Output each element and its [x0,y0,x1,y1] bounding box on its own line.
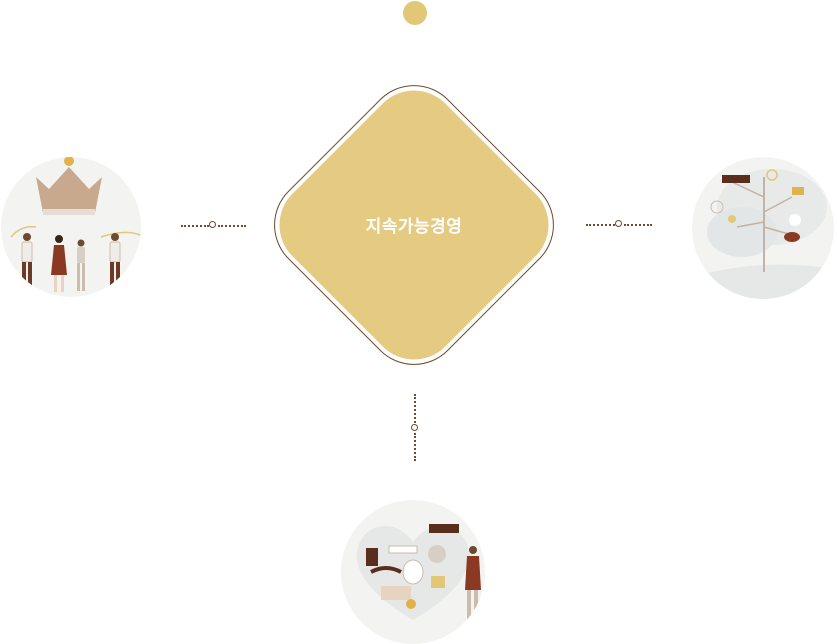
connector-left-node [209,221,216,228]
connector-left-line-a [181,225,209,227]
idea-tree-icon [692,169,834,299]
connector-right-line-a [586,224,615,226]
top-indicator-dot [403,1,427,25]
connector-bottom-node [411,424,418,431]
connector-right-node [615,220,622,227]
connector-left-line-b [218,225,246,227]
idea-tree-illustration[interactable] [692,157,834,299]
connector-bottom-line-a [414,394,416,423]
chocolate-heart-icon [356,524,481,630]
connector-bottom-line-b [414,433,416,461]
center-title: 지속가능경영 [365,217,463,237]
chocolate-heart-illustration[interactable] [341,500,485,644]
crown-team-icon [10,157,141,292]
crown-team-illustration[interactable] [1,157,141,297]
connector-right-line-b [624,224,652,226]
